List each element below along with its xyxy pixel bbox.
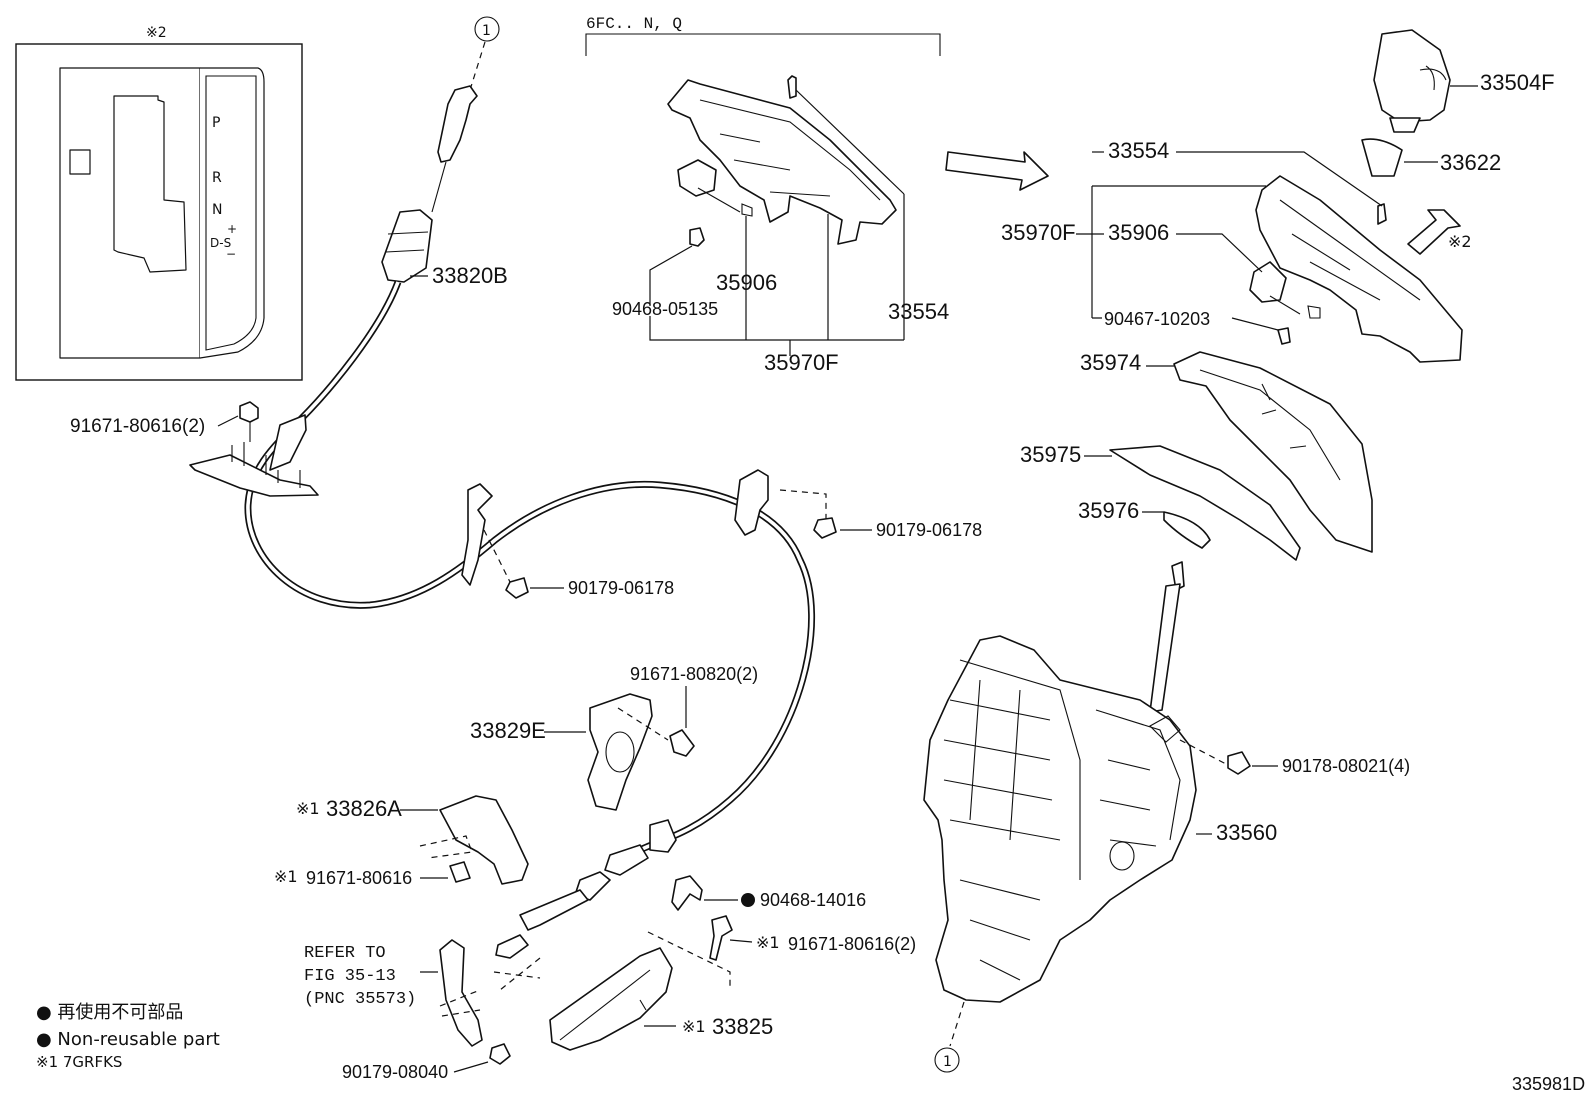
legend-note: ※1 7GRFKS: [36, 1053, 122, 1071]
gate-n: N: [212, 202, 222, 218]
callout-35974: 35974: [1080, 350, 1141, 375]
view-mark-2: ※2: [1448, 232, 1472, 251]
shift-lever-assembly: 90178-08021(4) 33560 1: [923, 561, 1410, 1073]
mark-1c: ※1: [756, 933, 780, 952]
callout-33820B: 33820B: [432, 263, 508, 288]
callout-35906-right: 35906: [1108, 220, 1169, 245]
refer-line-2: FIG 35-13: [304, 967, 396, 986]
callout-90178-08021-4: 90178-08021(4): [1282, 756, 1410, 776]
gate-r: R: [212, 170, 222, 186]
circle-ref-top: [474, 16, 500, 42]
console-plate-right: 33504F 33622 33554 35970F 35906 90467-10…: [1001, 29, 1555, 561]
gate-plus: +: [227, 222, 237, 236]
callout-90468-14016: 90468-14016: [760, 890, 866, 910]
figure-id: 335981D: [1512, 1074, 1585, 1094]
gate-minus: −: [226, 247, 236, 261]
gate-p: P: [212, 115, 220, 131]
callout-33622: 33622: [1440, 150, 1501, 175]
callout-91671-80616-2: 91671-80616(2): [70, 416, 205, 437]
callout-90468-05135: 90468-05135: [612, 299, 718, 319]
mark-1a: ※1: [296, 799, 320, 818]
callout-90467-10203: 90467-10203: [1104, 309, 1210, 329]
mark-1d: ※1: [682, 1017, 706, 1036]
circle-ref-bottom: [934, 1047, 960, 1073]
callout-91671-80820-2: 91671-80820(2): [630, 664, 758, 684]
variant-bracket: 6FC.. N, Q: [585, 15, 941, 56]
refer-line-3: (PNC 35573): [304, 990, 416, 1009]
inset-note: ※2: [146, 25, 167, 41]
callout-91671-80616-2b: 91671-80616(2): [788, 934, 916, 954]
callout-33826A: 33826A: [326, 796, 402, 821]
callout-35970F-right: 35970F: [1001, 220, 1076, 245]
callout-33554-right: 33554: [1108, 138, 1169, 163]
refer-line-1: REFER TO: [304, 944, 386, 963]
callout-33825: 33825: [712, 1014, 773, 1039]
callout-33829E: 33829E: [470, 718, 546, 743]
inset-shift-gate: ※2 P R N D-S + −: [15, 25, 303, 381]
callout-90179-08040: 90179-08040: [342, 1062, 448, 1082]
gate-ds: D-S: [210, 236, 231, 250]
callout-35976: 35976: [1078, 498, 1139, 523]
callout-33560: 33560: [1216, 820, 1277, 845]
legend: ● 再使用不可部品 ● Non-reusable part ※1 7GRFKS: [36, 1002, 220, 1071]
callout-90179-06178-b: 90179-06178: [568, 578, 674, 598]
legend-en: ● Non-reusable part: [36, 1029, 220, 1050]
variant-label: 6FC.. N, Q: [586, 15, 682, 33]
callout-35970F-left: 35970F: [764, 350, 839, 375]
callout-33554-left: 33554: [888, 299, 949, 324]
callout-91671-80616: 91671-80616: [306, 868, 412, 888]
mark-1b: ※1: [274, 867, 298, 886]
circle-ref-bottom-label: 1: [943, 1054, 952, 1070]
shift-cable: 1: [189, 16, 815, 959]
flow-arrow: [945, 151, 1049, 191]
legend-jp: ● 再使用不可部品: [36, 1002, 183, 1023]
callout-33504F: 33504F: [1480, 70, 1555, 95]
console-plate-left: 90468-05135 35906 33554 35970F: [612, 75, 949, 375]
callout-35975: 35975: [1020, 442, 1081, 467]
circle-ref-top-label: 1: [482, 23, 491, 39]
inset-frame: [15, 43, 303, 381]
view-arrow-2: [1407, 209, 1461, 255]
callout-35906-left: 35906: [716, 270, 777, 295]
callout-90179-06178-a: 90179-06178: [876, 520, 982, 540]
